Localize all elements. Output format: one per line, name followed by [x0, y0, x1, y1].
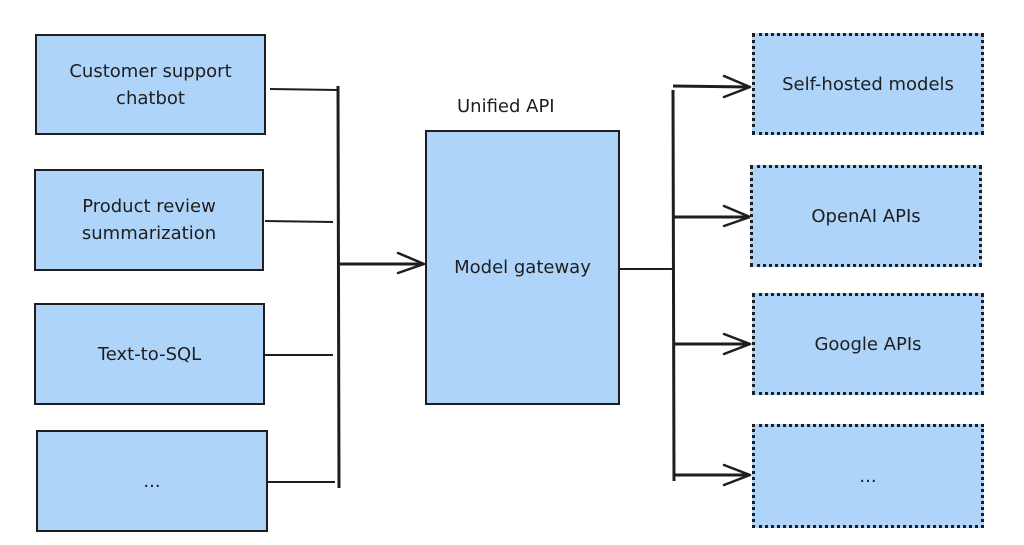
client-label: Product review summarization: [81, 196, 217, 244]
provider-box-google-apis[interactable]: Google APIs: [752, 293, 984, 395]
client-box-text-to-sql[interactable]: Text-to-SQL: [34, 303, 265, 405]
arrowhead-provider-3-icon: [722, 332, 752, 356]
client-label: ...: [143, 470, 161, 492]
left-bus-line: [336, 85, 341, 489]
gateway-title: Unified API: [457, 96, 555, 117]
provider-label: Google APIs: [814, 333, 922, 355]
provider-box-openai-apis[interactable]: OpenAI APIs: [750, 165, 982, 267]
gateway-label: Model gateway: [454, 257, 591, 278]
client-box-more[interactable]: ...: [36, 430, 268, 532]
arrowhead-provider-1-icon: [722, 74, 752, 99]
connector-client-1: [269, 88, 339, 91]
gateway-box[interactable]: Model gateway: [425, 130, 620, 405]
client-label: Customer support chatbot: [69, 60, 232, 109]
provider-label: OpenAI APIs: [811, 205, 921, 227]
provider-label: Self-hosted models: [782, 73, 954, 95]
client-box-product-review-summarization[interactable]: Product review summarization: [34, 169, 264, 271]
right-bus-line: [671, 89, 676, 482]
arrow-to-provider-1: [672, 84, 751, 89]
arrowhead-gateway-icon: [396, 251, 426, 275]
arrowhead-provider-4-icon: [722, 463, 752, 487]
connector-client-2: [264, 220, 334, 223]
provider-box-self-hosted-models[interactable]: Self-hosted models: [752, 33, 984, 135]
provider-box-more[interactable]: ...: [752, 424, 984, 528]
provider-label: ...: [859, 465, 877, 487]
client-label: Text-to-SQL: [97, 343, 202, 365]
client-box-customer-support-chatbot[interactable]: Customer support chatbot: [35, 34, 266, 135]
